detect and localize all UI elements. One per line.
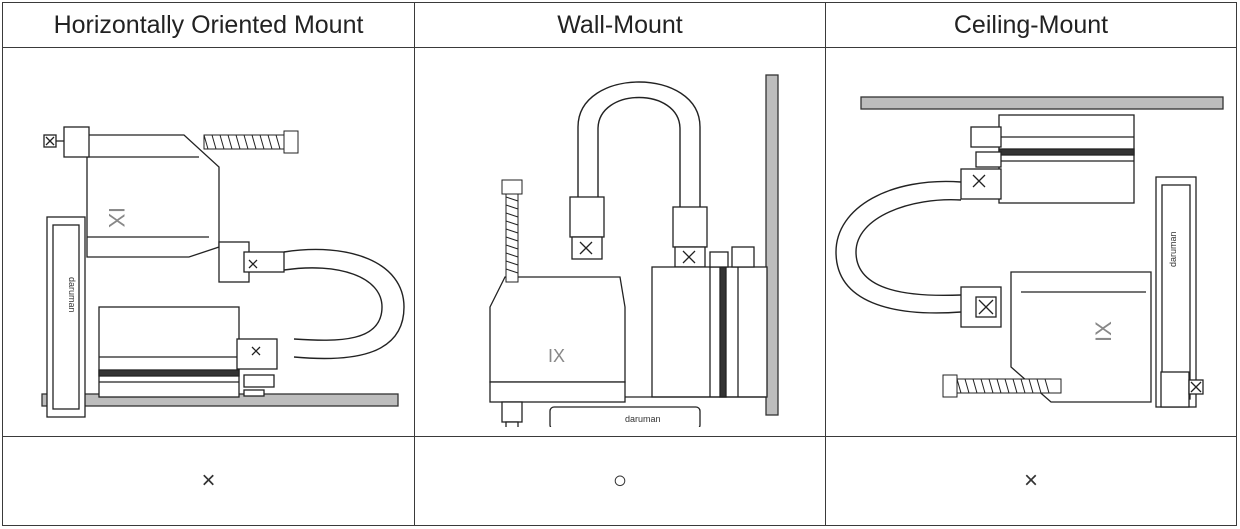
cable-loop [283,248,405,360]
header-row: Horizontally Oriented Mount Wall-Mount C… [2,1,1237,49]
header-horizontal-mount: Horizontally Oriented Mount [2,1,415,49]
cable-arch [577,81,701,207]
cable-loop [835,180,962,314]
ceiling-mount-figure-cell: daruman IX [825,47,1237,437]
result-ceiling-mount: × [825,435,1237,527]
brand-text: IX [104,207,129,228]
ball-screw [203,130,298,154]
ball-screw [501,179,523,283]
ceiling-mount-robot-drawing: daruman IX [835,96,1224,408]
ceiling-plate [860,96,1224,110]
header-wall-mount: Wall-Mount [414,1,826,49]
motor-body [998,114,1135,204]
brand-text: IX [548,346,565,366]
horizontal-mount-robot-drawing: IX daruman [40,126,405,418]
figure-row: IX daruman [2,47,1237,437]
result-row: × ○ × [2,435,1237,527]
wall-plate [765,74,779,416]
upper-arm-body [85,134,220,258]
brand-text: IX [1091,321,1116,342]
motor-body [97,306,240,398]
ball-screw [942,374,1062,398]
wall-mount-figure-cell: IX daruman [414,47,826,437]
result-wall-mount: ○ [414,435,826,527]
robot-body [489,276,626,383]
cable-label: daruman [625,414,661,424]
cable-label: daruman [1168,231,1178,267]
horizontal-mount-figure-cell: IX daruman [2,47,415,437]
wall-mount-robot-drawing: IX daruman [489,74,779,427]
result-horizontal-mount: × [2,435,415,527]
header-ceiling-mount: Ceiling-Mount [825,1,1237,49]
upper-arm-body [1010,271,1152,403]
cable-label: daruman [67,277,77,313]
